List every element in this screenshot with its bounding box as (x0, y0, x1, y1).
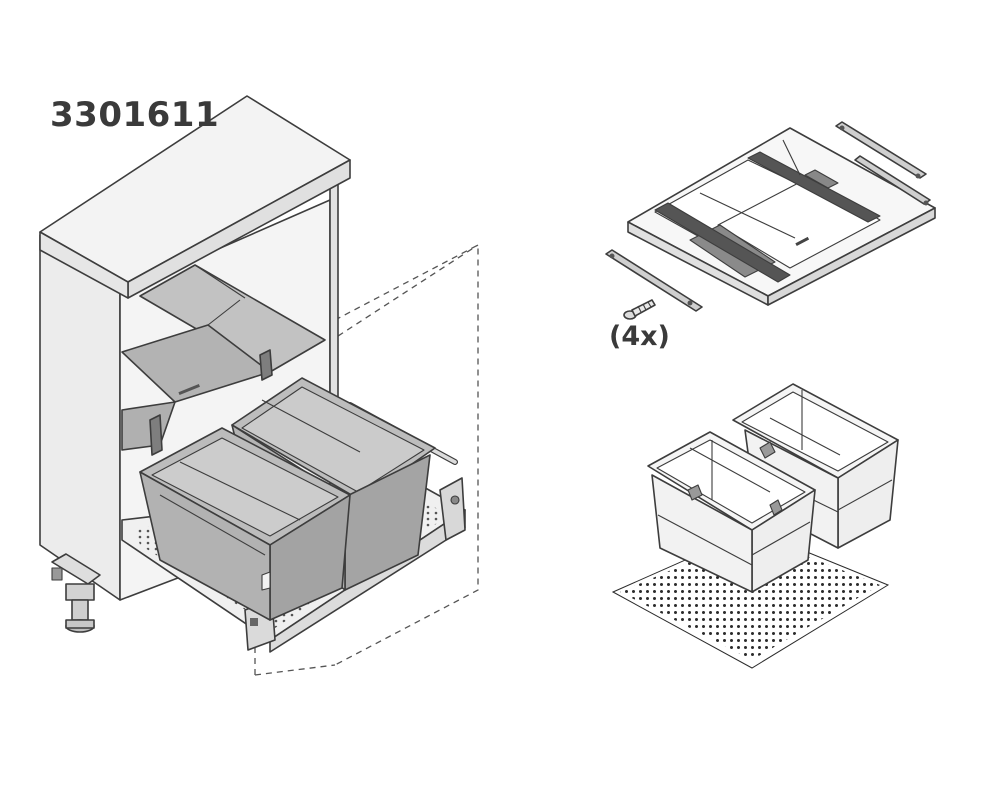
screw-icon (623, 299, 656, 320)
mounting-rail-left (605, 249, 703, 312)
lid-cover-installed (121, 264, 326, 456)
bin-lid-frame (627, 127, 936, 306)
leveling-foot (51, 553, 101, 633)
waste-bin-front-installed (139, 427, 351, 621)
mounting-rail-right (835, 121, 931, 206)
parts-lid-kit (605, 121, 936, 320)
worktop (39, 95, 351, 299)
screw-quantity-label: (4x) (609, 321, 670, 352)
parts-bins-and-mat (611, 383, 899, 669)
part-number-title: 3301611 (50, 95, 220, 135)
waste-bin-front (647, 431, 816, 593)
installed-cabinet-view (39, 95, 479, 676)
cabinet-left-side (39, 234, 121, 601)
